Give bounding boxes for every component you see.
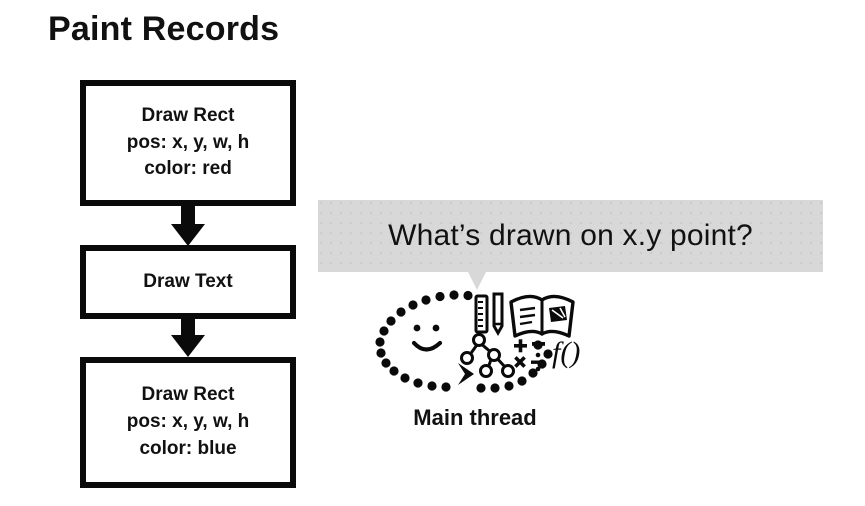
- arrow-shaft: [181, 206, 195, 226]
- speech-bubble-tail-icon: [468, 272, 486, 290]
- thinker-graphic: f(): [375, 290, 580, 393]
- ruler-icon: [474, 294, 489, 334]
- speech-bubble: What’s drawn on x.y point?: [318, 200, 823, 272]
- record-pos-label: pos: x, y, w, h: [126, 131, 250, 153]
- record-pos-label: pos: x, y, w, h: [126, 411, 250, 433]
- chevron-arrow-icon: [458, 363, 474, 385]
- pencil-icon: [492, 292, 504, 337]
- paint-record-box-1: Draw Rect pos: x, y, w, h color: red: [80, 80, 296, 206]
- record-color-label: color: red: [144, 158, 232, 180]
- smiley-face-icon: [411, 324, 443, 352]
- page-title: Paint Records: [48, 10, 280, 48]
- arrow-head: [171, 335, 205, 357]
- math-operators-icon: [514, 339, 545, 372]
- node-tree-icon: [460, 333, 515, 378]
- arrow-head: [171, 224, 205, 246]
- record-color-label: color: blue: [139, 437, 237, 459]
- paint-record-box-3: Draw Rect pos: x, y, w, h color: blue: [80, 357, 296, 488]
- main-thread-illustration: f(): [362, 288, 588, 398]
- paint-record-box-2: Draw Text: [80, 245, 296, 319]
- record-op-label: Draw Text: [143, 270, 233, 292]
- arrow-shaft: [181, 319, 195, 337]
- record-op-label: Draw Rect: [141, 104, 235, 126]
- speech-bubble-text: What’s drawn on x.y point?: [388, 219, 753, 252]
- open-book-icon: [509, 294, 575, 338]
- function-notation-icon: f(): [552, 336, 580, 369]
- down-arrow-icon: [171, 206, 205, 246]
- down-arrow-icon: [171, 319, 205, 358]
- record-op-label: Draw Rect: [141, 384, 235, 406]
- main-thread-caption: Main thread: [413, 405, 537, 430]
